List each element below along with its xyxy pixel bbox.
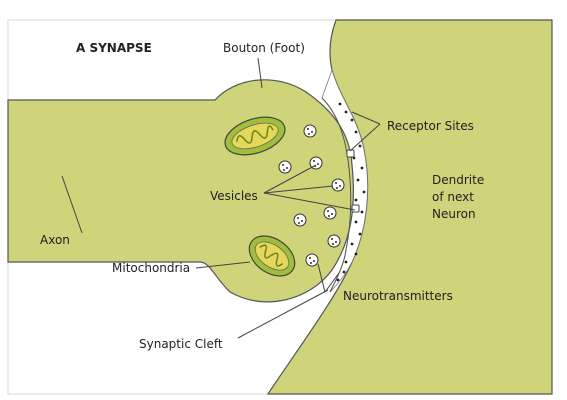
- label-mitochondria: Mitochondria: [112, 261, 190, 275]
- label-dendrite-line1: Dendrite: [432, 173, 484, 187]
- label-dendrite-line2: of next: [432, 190, 474, 204]
- diagram-title: A SYNAPSE: [76, 41, 152, 55]
- label-bouton: Bouton (Foot): [223, 41, 305, 55]
- label-dendrite-line3: Neuron: [432, 207, 476, 221]
- label-receptor-sites: Receptor Sites: [387, 119, 474, 133]
- label-synaptic-cleft: Synaptic Cleft: [139, 337, 223, 351]
- label-vesicles: Vesicles: [210, 189, 258, 203]
- label-neurotransmitters: Neurotransmitters: [343, 289, 453, 303]
- label-axon: Axon: [40, 233, 70, 247]
